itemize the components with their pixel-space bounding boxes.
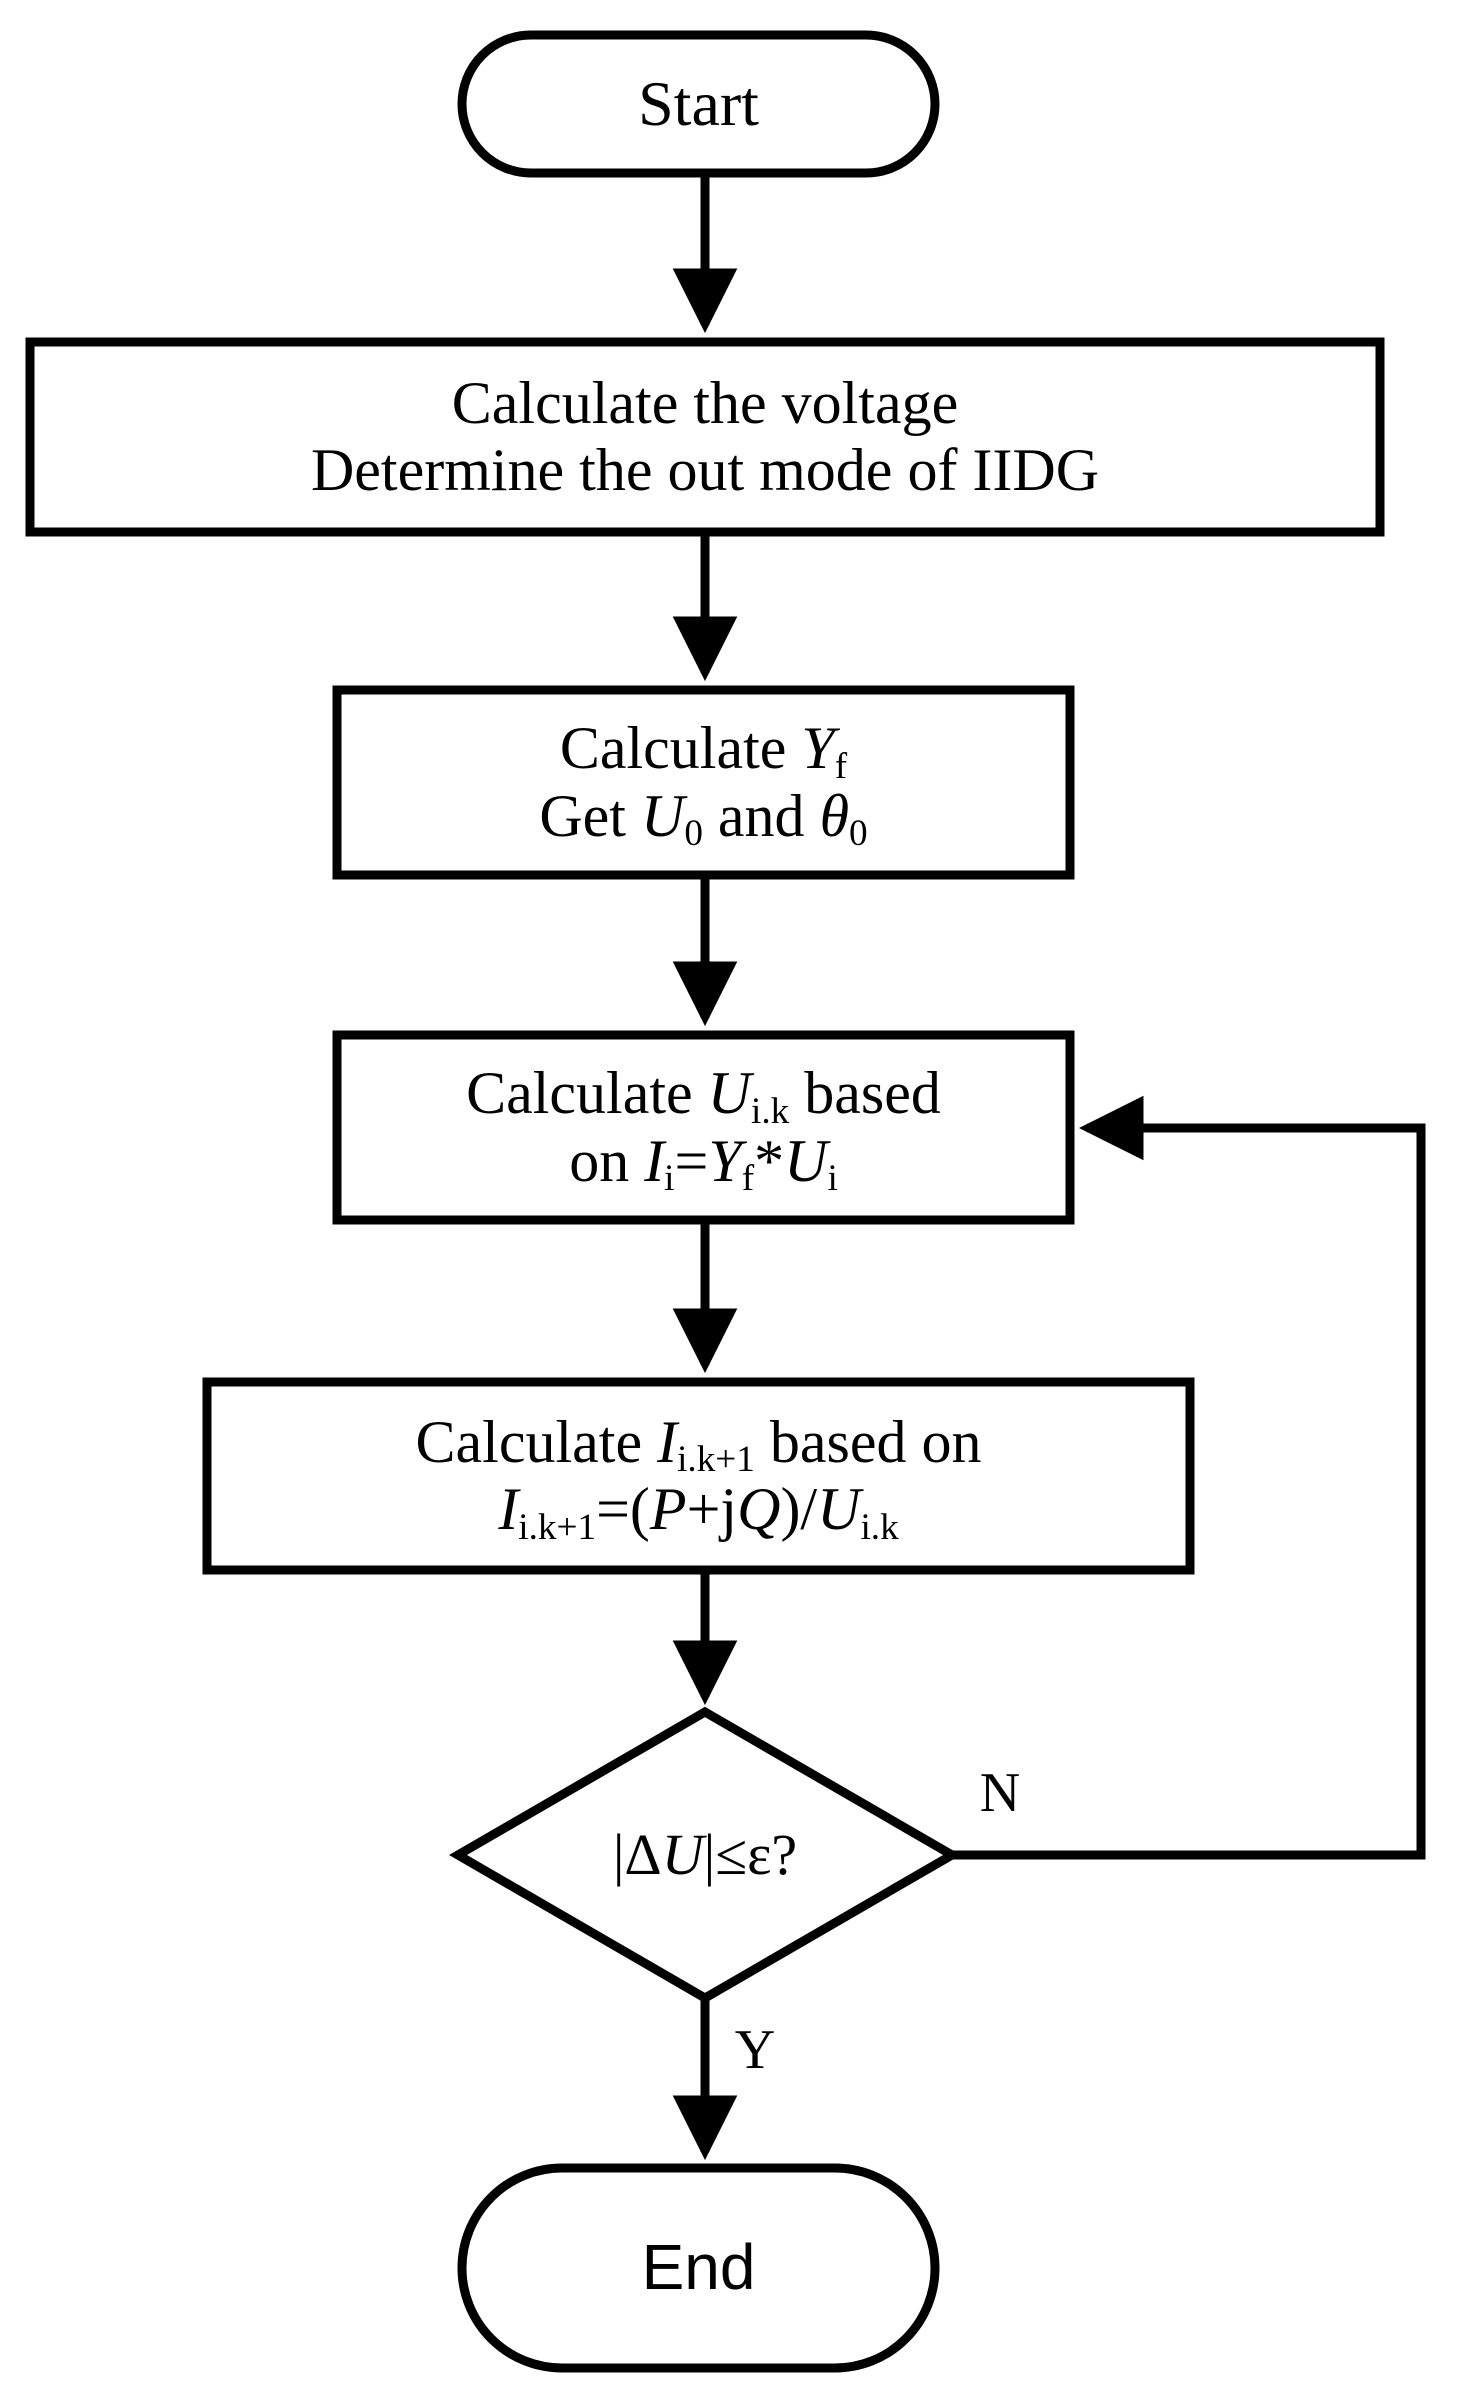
- node-calc-voltage-shape: [25, 337, 1385, 537]
- node-calc-uik-shape: [332, 1030, 1075, 1225]
- node-end-shape: [457, 2163, 940, 2373]
- node-calc-iik1-shape: [202, 1377, 1195, 1575]
- node-converged-shape: [449, 1706, 961, 2004]
- edge-converged-no-loop: [952, 1095, 1426, 1860]
- node-calc-yf-shape: [332, 685, 1075, 880]
- node-start-shape: [457, 30, 940, 178]
